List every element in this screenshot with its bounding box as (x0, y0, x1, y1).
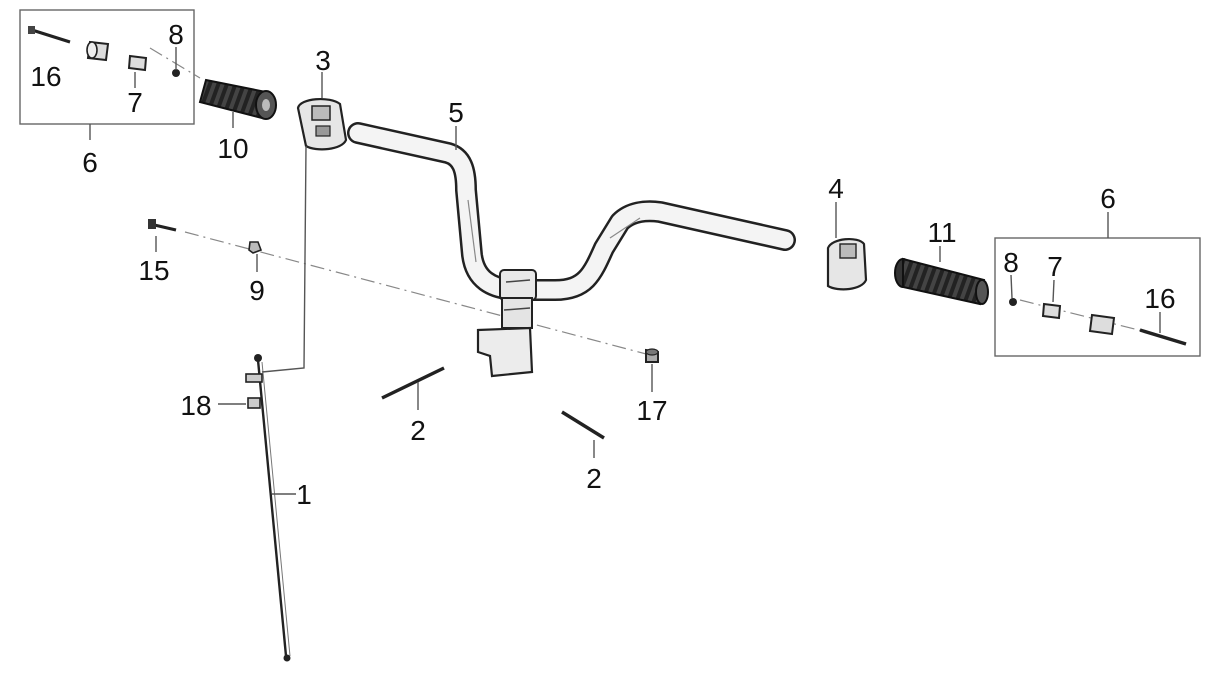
callout-4: 4 (828, 173, 844, 204)
left-switch-housing (296, 98, 348, 151)
callout-6-left: 6 (82, 147, 98, 178)
callout-15: 15 (138, 255, 169, 286)
right-switch-housing (826, 238, 868, 291)
callout-2-left: 2 (410, 415, 426, 446)
leader-lines (89, 47, 1161, 495)
callout-17: 17 (636, 395, 667, 426)
callout-16-right: 16 (1144, 283, 1175, 314)
nut-17 (645, 348, 659, 363)
callout-8-left: 8 (168, 19, 184, 50)
callout-8-right: 8 (1003, 247, 1019, 278)
left-kit-box (19, 9, 195, 125)
right-kit-parts (1009, 298, 1187, 346)
callout-10: 10 (217, 133, 248, 164)
callout-11: 11 (927, 217, 956, 248)
callout-2-right: 2 (586, 463, 602, 494)
throttle-cable (245, 354, 291, 662)
handlebar-clamp (476, 269, 537, 378)
bolt-15 (148, 219, 177, 232)
callout-7-right: 7 (1047, 251, 1063, 282)
left-kit-axis (149, 47, 201, 79)
assembly-axis (184, 231, 651, 356)
callout-6-right: 6 (1100, 183, 1116, 214)
right-grip (894, 257, 989, 306)
callout-1: 1 (296, 479, 312, 510)
right-kit-box (994, 237, 1201, 357)
callout-18: 18 (180, 390, 211, 421)
handlebar (347, 122, 796, 301)
callout-labels: 1 2 2 3 4 5 6 6 7 7 8 8 9 10 11 15 16 16… (30, 19, 1175, 510)
pin-2b (561, 410, 605, 440)
nut-9 (248, 241, 263, 254)
pin-2a (381, 366, 445, 400)
left-kit-parts (28, 26, 180, 77)
callout-3: 3 (315, 45, 331, 76)
left-grip (198, 78, 277, 120)
callout-9: 9 (249, 275, 265, 306)
callout-16-left: 16 (30, 61, 61, 92)
callout-7-left: 7 (127, 87, 143, 118)
callout-5: 5 (448, 97, 464, 128)
